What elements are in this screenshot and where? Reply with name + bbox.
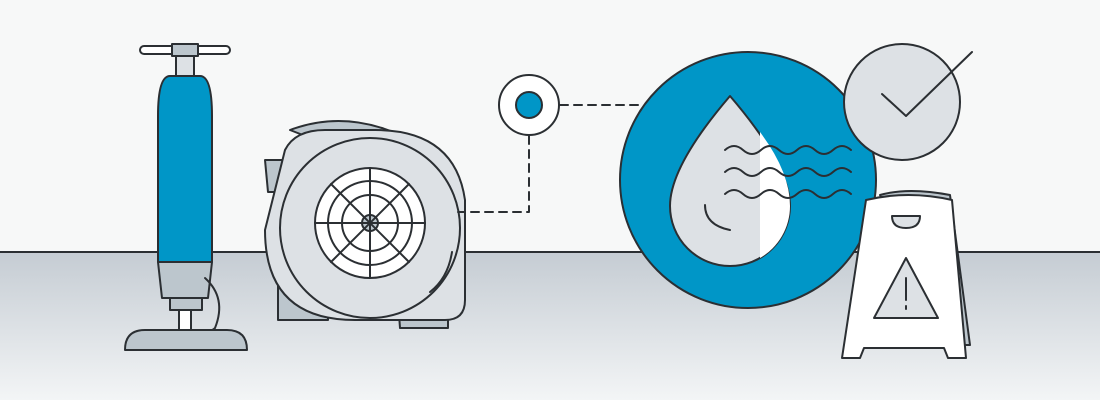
air-mover-fan-icon — [264, 120, 466, 329]
water-waves-icon — [724, 145, 852, 199]
connector-node-icon — [457, 74, 641, 213]
water-drop-icon — [619, 51, 877, 309]
checkmark-icon — [843, 43, 973, 161]
wet-floor-sign-icon — [841, 190, 971, 359]
upright-vacuum-icon — [124, 43, 248, 351]
